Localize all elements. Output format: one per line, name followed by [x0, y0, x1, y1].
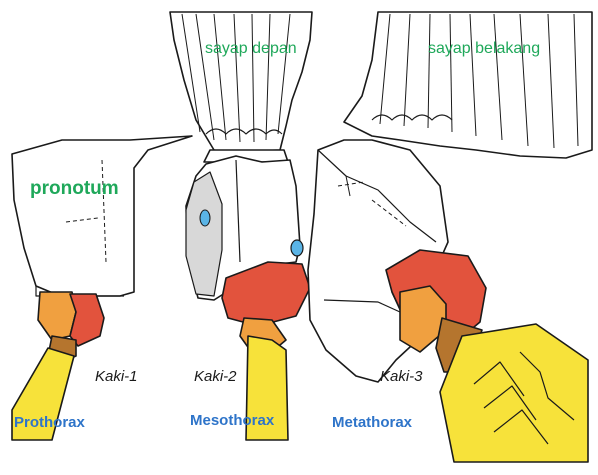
metathorax-label: Metathorax — [332, 414, 412, 431]
sayap-depan-label: sayap depan — [205, 40, 297, 58]
kaki-1-label: Kaki-1 — [95, 368, 138, 385]
kaki-2-label: Kaki-2 — [194, 368, 237, 385]
pronotum-shape — [12, 136, 192, 296]
sayap-belakang-label: sayap belakang — [428, 40, 540, 58]
forewing-shape — [170, 12, 312, 162]
prothorax-label: Prothorax — [14, 414, 85, 431]
mesothorax-label: Mesothorax — [190, 412, 274, 429]
pronotum-label: pronotum — [30, 178, 119, 200]
hindwing-shape — [344, 12, 592, 158]
mesothorax-shape — [186, 156, 310, 440]
kaki-3-label: Kaki-3 — [380, 368, 423, 385]
